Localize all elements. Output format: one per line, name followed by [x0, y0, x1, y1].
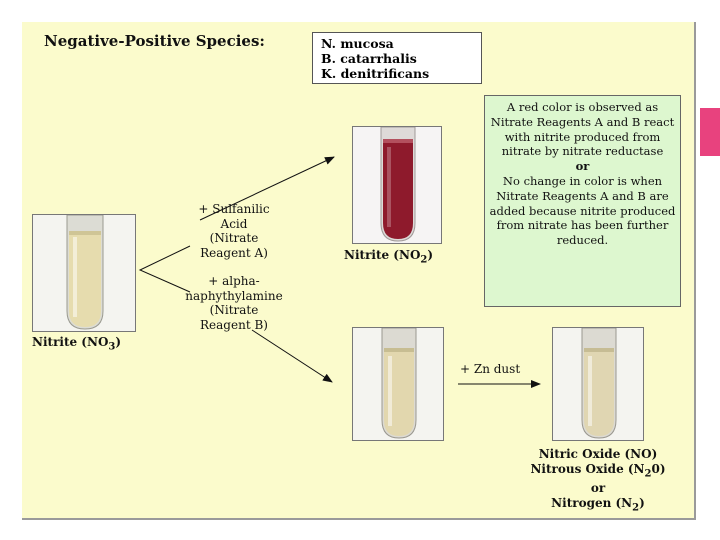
test-tube-image	[553, 328, 643, 440]
nitrate-label: Nitrite (NO3)	[32, 335, 122, 353]
test-tube-image	[353, 127, 441, 243]
reagent-b-label: + alpha- naphythylamine (Nitrate Reagent…	[185, 274, 283, 332]
red-tube-photo	[352, 126, 442, 244]
bracket-arrow	[138, 245, 191, 293]
clear-tube-photo	[352, 327, 444, 441]
zinc-dust-label: + Zn dust	[460, 362, 521, 376]
start-tube-photo	[32, 214, 136, 332]
or-separator: or	[575, 159, 590, 174]
positive-explanation: A red color is observed as Nitrate Reage…	[490, 100, 675, 159]
diagram-panel: Negative-Positive Species: N. mucosa B. …	[22, 22, 696, 520]
arrows-layer	[138, 156, 541, 388]
product-line: Nitrous Oxide (N20)	[530, 461, 666, 479]
arrow-to-red-tube	[199, 156, 335, 221]
product-line: or	[590, 481, 606, 496]
nitrite-label: Nitrite (NO2)	[344, 248, 434, 266]
species-list: N. mucosa B. catarrhalis K. denitrifican…	[312, 32, 482, 84]
product-line: Nitric Oxide (NO)	[538, 447, 658, 461]
diagram-title: Negative-Positive Species:	[44, 32, 265, 50]
species-item: B. catarrhalis	[321, 51, 417, 66]
product-line: Nitrogen (N2)	[551, 495, 645, 514]
arrow-to-clear-tube	[251, 329, 333, 383]
accent-tab	[700, 108, 720, 156]
negative-explanation: No change in color is when Nitrate Reage…	[489, 173, 676, 248]
species-item: K. denitrificans	[321, 66, 430, 81]
reduced-tube-photo	[552, 327, 644, 441]
test-tube-image	[33, 215, 135, 331]
species-item: N. mucosa	[321, 36, 394, 51]
reduction-products: Nitric Oxide (NO) Nitrous Oxide (N20) or…	[512, 447, 684, 516]
test-tube-image	[353, 328, 443, 440]
result-explanation: A red color is observed as Nitrate Reage…	[484, 95, 681, 307]
